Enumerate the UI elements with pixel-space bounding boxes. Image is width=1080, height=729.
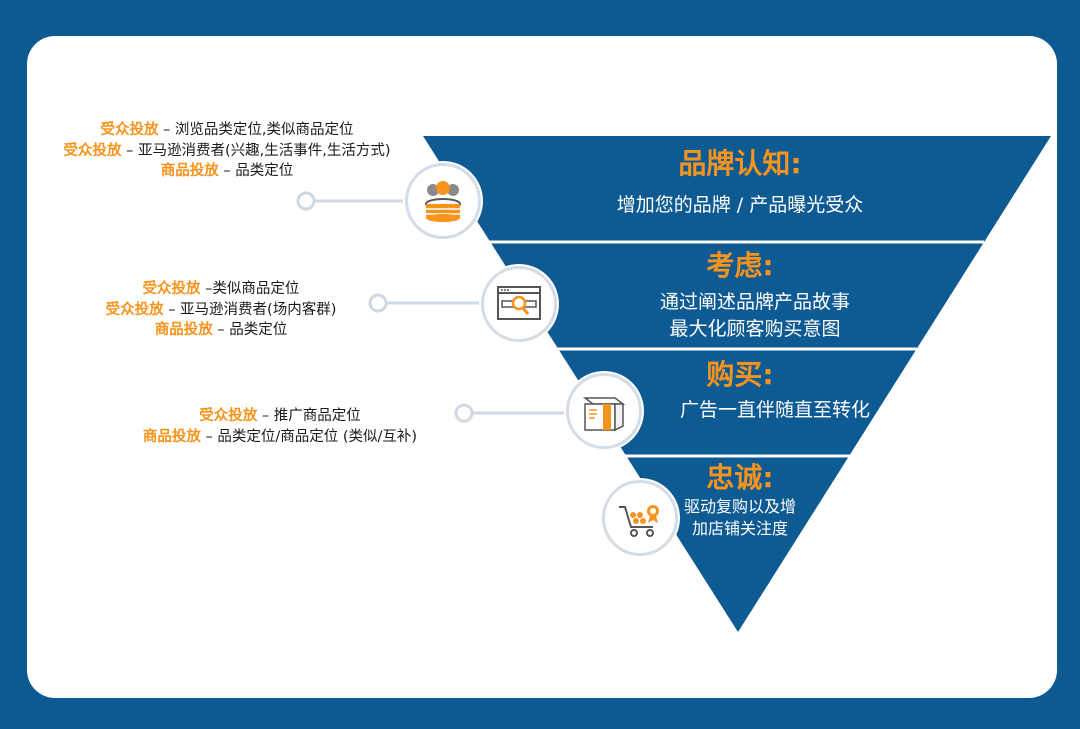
targeting-label: 商品投放 [142, 428, 201, 445]
funnel-shape [423, 136, 1051, 632]
connector-dot [368, 293, 388, 313]
stage-title-purchase: 购买: [706, 358, 774, 391]
browser-search-icon [481, 266, 557, 342]
targeting-label: 商品投放 [154, 322, 213, 338]
targeting-list-awareness: 受众投放 – 浏览品类定位,类似商品定位 受众投放 – 亚马逊消费者(兴趣,生活… [22, 120, 432, 182]
targeting-text: – 品类定位 [212, 322, 288, 338]
targeting-item: 商品投放 – 品类定位/商品定位 (类似/互补) [100, 427, 460, 448]
stage-desc-awareness: 增加您的品牌 / 产品曝光受众 [616, 194, 864, 216]
targeting-item: 受众投放 – 亚马逊消费者(场内客群) [56, 300, 386, 321]
targeting-text: –类似商品定位 [200, 281, 300, 297]
targeting-item: 受众投放 – 推广商品定位 [100, 406, 460, 427]
targeting-item: 商品投放 – 品类定位 [22, 161, 432, 182]
connector-dot [454, 403, 474, 423]
targeting-item: 受众投放 – 亚马逊消费者(兴趣,生活事件,生活方式) [22, 141, 432, 162]
targeting-item: 受众投放 –类似商品定位 [56, 279, 386, 300]
targeting-label: 受众投放 [199, 408, 258, 424]
stage-title-consideration: 考虑: [706, 249, 774, 282]
targeting-text: – 浏览品类定位,类似商品定位 [158, 122, 354, 138]
stage-title-awareness: 品牌认知: [678, 147, 802, 180]
targeting-label: 商品投放 [160, 163, 219, 179]
targeting-label: 受众投放 [100, 122, 159, 138]
stage-desc-loyalty-line2: 加店铺关注度 [691, 519, 788, 538]
stage-desc-consideration-line2: 最大化顾客购买意图 [669, 318, 841, 340]
targeting-item: 受众投放 – 浏览品类定位,类似商品定位 [22, 120, 432, 141]
targeting-label: 受众投放 [142, 281, 201, 297]
audience-people-icon [405, 163, 481, 239]
targeting-item: 商品投放 – 品类定位 [56, 320, 386, 341]
targeting-text: – 品类定位/商品定位 (类似/互补) [200, 428, 418, 445]
targeting-text: – 亚马逊消费者(兴趣,生活事件,生活方式) [121, 142, 391, 159]
connector-dot [296, 191, 316, 211]
package-box-icon [566, 373, 642, 449]
targeting-text: – 亚马逊消费者(场内客群) [163, 301, 337, 318]
targeting-text: – 品类定位 [218, 163, 294, 179]
shopping-cart-icon [602, 480, 678, 556]
stage-desc-purchase: 广告一直伴随直至转化 [679, 399, 870, 421]
stage-desc-loyalty-line1: 驱动复购以及增 [683, 497, 796, 516]
targeting-label: 受众投放 [105, 301, 164, 318]
targeting-text: – 推广商品定位 [257, 408, 361, 424]
targeting-list-purchase: 受众投放 – 推广商品定位 商品投放 – 品类定位/商品定位 (类似/互补) [100, 406, 460, 447]
targeting-label: 受众投放 [63, 142, 122, 159]
targeting-list-consideration: 受众投放 –类似商品定位 受众投放 – 亚马逊消费者(场内客群) 商品投放 – … [56, 279, 386, 341]
stage-desc-consideration-line1: 通过阐述品牌产品故事 [659, 291, 850, 313]
stage-title-loyalty: 忠诚: [706, 461, 774, 494]
